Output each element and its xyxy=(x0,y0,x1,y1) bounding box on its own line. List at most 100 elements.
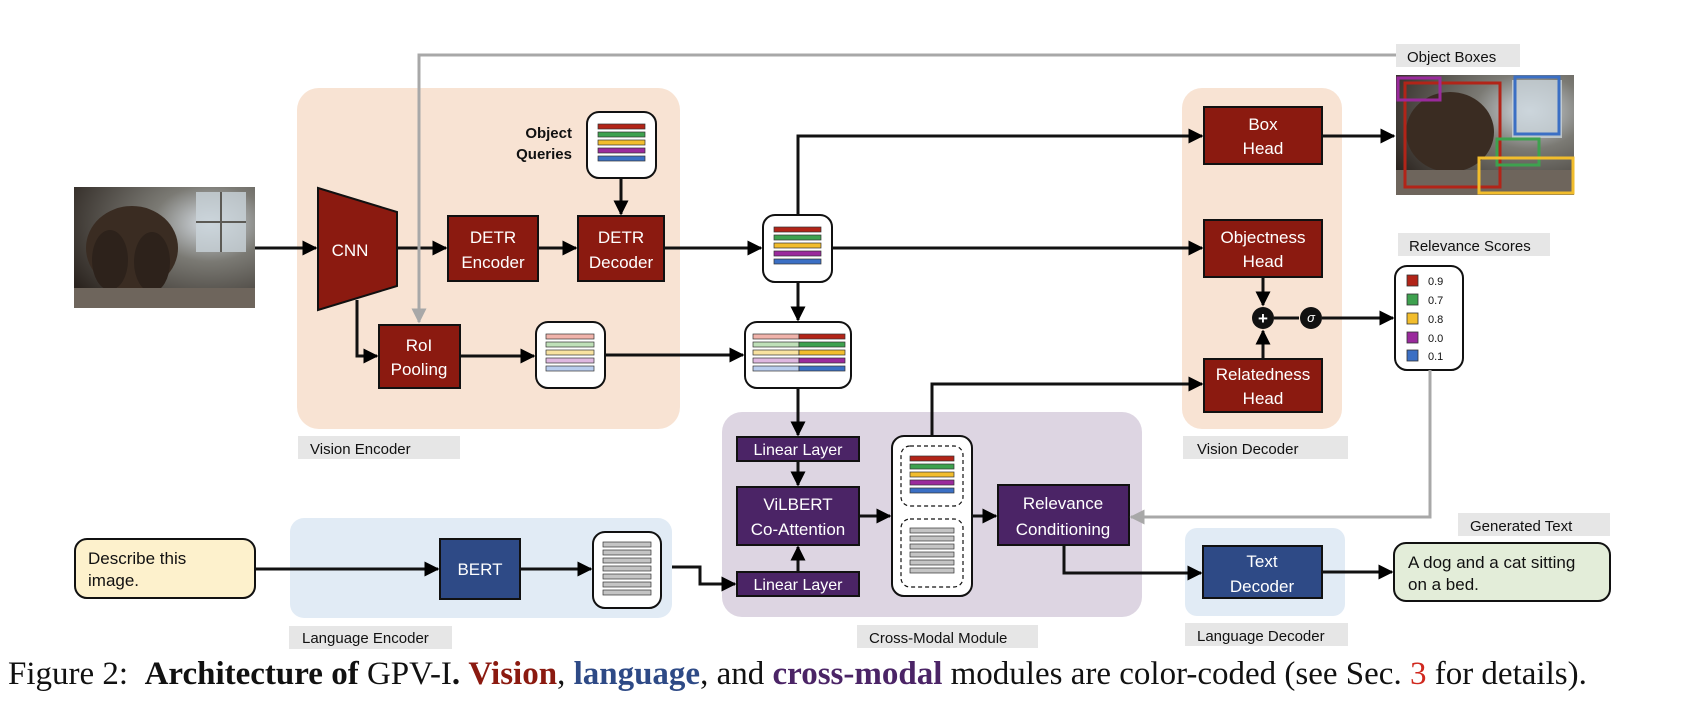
relatedness-head-block: Relatedness Head xyxy=(1203,358,1323,413)
svg-text:ViLBERT: ViLBERT xyxy=(763,495,832,514)
svg-text:0.0: 0.0 xyxy=(1428,333,1443,345)
detr-decoder-block: DETR Decoder xyxy=(577,215,665,282)
score-row: 0.7 xyxy=(1406,293,1443,307)
score-row: 0.8 xyxy=(1406,312,1443,326)
object-boxes-label: Object Boxes xyxy=(1396,44,1520,67)
svg-text:Head: Head xyxy=(1243,389,1284,408)
architecture-diagram: Vision Encoder Vision Decoder Cross-Moda… xyxy=(74,44,1611,649)
input-text-box: Describe this image. xyxy=(74,538,256,599)
score-row: 0.1 xyxy=(1406,349,1443,363)
relevance-conditioning-block: Relevance Conditioning xyxy=(997,484,1130,546)
roi-pooling-block: RoI Pooling xyxy=(378,324,461,389)
score-row: 0.9 xyxy=(1406,274,1443,288)
linear-layer-bottom-block: Linear Layer xyxy=(736,571,860,597)
caption-prefix: Figure 2: xyxy=(8,656,129,692)
svg-text:Relevance Scores: Relevance Scores xyxy=(1409,238,1531,255)
svg-text:Describe this: Describe this xyxy=(88,549,186,568)
svg-text:Co-Attention: Co-Attention xyxy=(751,520,846,539)
object-queries-label: Object Queries xyxy=(516,125,572,163)
caption-vision: Vision xyxy=(468,656,558,692)
roi-tokens xyxy=(535,321,606,389)
objectness-head-block: Objectness Head xyxy=(1203,219,1323,278)
box-green xyxy=(1495,137,1541,167)
caption-cross-modal: cross-modal xyxy=(772,656,943,692)
gray-connectors xyxy=(411,53,1432,525)
caption-section-ref: 3 xyxy=(1409,656,1427,692)
svg-text:Queries: Queries xyxy=(516,146,572,163)
svg-text:DETR: DETR xyxy=(470,228,516,247)
svg-text:0.8: 0.8 xyxy=(1428,314,1443,326)
box-head-block: Box Head xyxy=(1203,106,1323,165)
svg-text:Cross-Modal Module: Cross-Modal Module xyxy=(869,630,1007,647)
generated-text-label: Generated Text xyxy=(1458,513,1610,536)
svg-text:BERT: BERT xyxy=(457,560,502,579)
bert-block: BERT xyxy=(439,538,521,600)
score-row: 0.0 xyxy=(1406,331,1443,345)
svg-text:image.: image. xyxy=(88,571,139,590)
svg-text:CNN: CNN xyxy=(332,241,369,260)
svg-text:Decoder: Decoder xyxy=(1230,577,1295,596)
svg-text:Vision Encoder: Vision Encoder xyxy=(310,441,411,458)
svg-text:Vision Decoder: Vision Decoder xyxy=(1197,441,1298,458)
svg-text:Head: Head xyxy=(1243,252,1284,271)
generated-text-box: A dog and a cat sitting on a bed. xyxy=(1393,542,1611,602)
svg-text:0.7: 0.7 xyxy=(1428,295,1443,307)
caption-bold: Architecture of xyxy=(144,656,359,692)
object-queries-tokens xyxy=(586,111,657,179)
text-decoder-block: Text Decoder xyxy=(1202,545,1323,599)
concatenated-tokens xyxy=(744,321,852,389)
caption-dot: . xyxy=(451,656,461,692)
svg-text:Linear Layer: Linear Layer xyxy=(754,442,844,459)
svg-text:Box: Box xyxy=(1248,115,1278,134)
cnn-block: CNN xyxy=(317,186,398,312)
svg-text:0.9: 0.9 xyxy=(1428,276,1443,288)
svg-text:Conditioning: Conditioning xyxy=(1016,520,1111,539)
language-decoder-label: Language Decoder xyxy=(1185,623,1348,646)
svg-text:A dog and a cat sitting: A dog and a cat sitting xyxy=(1408,553,1575,572)
figure-caption: Figure 2: Architecture of GPV-I. Vision,… xyxy=(8,656,1698,693)
svg-text:Encoder: Encoder xyxy=(461,253,525,272)
caption-suffix-b: for details). xyxy=(1434,656,1587,692)
vision-decoder-label: Vision Decoder xyxy=(1183,436,1348,459)
relevance-scores-box: 0.9 0.7 0.8 0.0 0.1 xyxy=(1394,265,1464,371)
svg-text:Head: Head xyxy=(1243,139,1284,158)
box-purple xyxy=(1396,76,1442,102)
svg-text:Pooling: Pooling xyxy=(391,360,448,379)
svg-text:Decoder: Decoder xyxy=(589,253,654,272)
svg-text:Objectness: Objectness xyxy=(1220,228,1305,247)
svg-text:Linear Layer: Linear Layer xyxy=(754,577,844,594)
svg-text:Text: Text xyxy=(1246,552,1277,571)
language-encoder-label: Language Encoder xyxy=(289,626,452,649)
plus-node: + xyxy=(1252,307,1274,329)
detr-encoder-block: DETR Encoder xyxy=(447,215,539,282)
bert-output-tokens xyxy=(592,531,662,609)
svg-text:RoI: RoI xyxy=(406,336,432,355)
svg-text:Object Boxes: Object Boxes xyxy=(1407,49,1496,66)
svg-text:+: + xyxy=(1258,309,1268,328)
box-red xyxy=(1403,81,1502,189)
svg-text:0.1: 0.1 xyxy=(1428,351,1443,363)
svg-text:Generated Text: Generated Text xyxy=(1470,518,1573,535)
linear-layer-top-block: Linear Layer xyxy=(736,436,860,462)
svg-text:Relatedness: Relatedness xyxy=(1216,365,1311,384)
svg-text:Language Decoder: Language Decoder xyxy=(1197,628,1325,645)
svg-text:DETR: DETR xyxy=(598,228,644,247)
relevance-scores-label: Relevance Scores xyxy=(1398,233,1550,256)
svg-text:Object: Object xyxy=(525,125,572,142)
svg-text:Relevance: Relevance xyxy=(1023,494,1103,513)
caption-language: language xyxy=(573,656,701,692)
box-blue xyxy=(1513,75,1561,136)
box-yellow xyxy=(1477,156,1575,195)
svg-text:on a bed.: on a bed. xyxy=(1408,575,1479,594)
caption-suffix-a: modules are color-coded (see Sec. xyxy=(950,656,1402,692)
svg-text:Language Encoder: Language Encoder xyxy=(302,630,429,647)
sigmoid-node: σ xyxy=(1300,307,1322,329)
caption-comma: , xyxy=(557,656,566,692)
vision-encoder-label: Vision Encoder xyxy=(298,436,460,459)
connectors xyxy=(255,128,1396,592)
cross-modal-label: Cross-Modal Module xyxy=(857,625,1038,648)
caption-model: GPV-I xyxy=(366,656,452,692)
vilbert-block: ViLBERT Co-Attention xyxy=(736,486,860,546)
cross-modal-output-tokens xyxy=(891,435,973,597)
svg-text:σ: σ xyxy=(1307,310,1316,325)
